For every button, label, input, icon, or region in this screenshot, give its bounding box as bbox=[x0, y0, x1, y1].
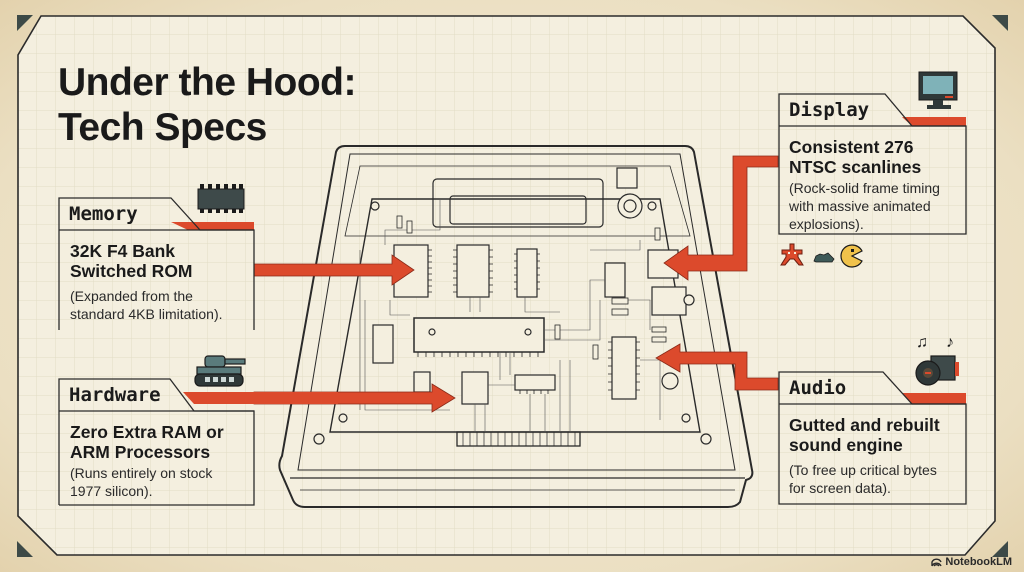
speaker-icon bbox=[915, 355, 959, 386]
memory-detail-2: standard 4KB limitation). bbox=[70, 306, 223, 322]
chip-icon bbox=[197, 184, 245, 213]
memory-detail-1: (Expanded from the bbox=[70, 288, 193, 304]
notebooklm-credit: NotebookLM bbox=[931, 556, 1012, 568]
ic-chip-6 bbox=[461, 371, 489, 405]
power-jack bbox=[616, 167, 638, 189]
audio-detail-2: for screen data). bbox=[789, 480, 891, 496]
ic-chip-8 bbox=[611, 336, 637, 400]
monitor-icon bbox=[918, 71, 958, 109]
ic-chip-5 bbox=[372, 324, 394, 364]
memory-arrow bbox=[253, 254, 415, 286]
audio-arrow bbox=[655, 343, 779, 391]
audio-headline-1: Gutted and rebuilt bbox=[789, 415, 940, 435]
audio-headline-2: sound engine bbox=[789, 435, 903, 455]
cpu-chip bbox=[413, 317, 545, 353]
corner-triangle-bottom-left bbox=[17, 541, 33, 557]
console-case-outline bbox=[278, 145, 754, 508]
capacitor bbox=[661, 372, 679, 390]
video-port bbox=[647, 249, 679, 279]
corner-triangle-top-left bbox=[17, 15, 33, 31]
music-note-icon-1: ♫ bbox=[916, 334, 928, 351]
display-detail-3: explosions). bbox=[789, 216, 864, 232]
invader-icon bbox=[780, 243, 804, 266]
main-frame bbox=[17, 15, 1007, 557]
title-line-2: Tech Specs bbox=[58, 106, 267, 149]
title-line-1: Under the Hood: bbox=[58, 61, 356, 104]
memory-headline-2: Switched ROM bbox=[70, 261, 193, 281]
display-headline-1: Consistent 276 bbox=[789, 137, 914, 157]
display-headline-2: NTSC scanlines bbox=[789, 157, 922, 177]
corner-triangle-bottom-right bbox=[992, 541, 1008, 557]
card-memory-label: Memory bbox=[69, 203, 138, 225]
display-arrow bbox=[663, 155, 779, 281]
card-hardware-label: Hardware bbox=[69, 384, 161, 406]
ic-chip-rom bbox=[393, 244, 429, 298]
cloud-icon bbox=[813, 252, 835, 263]
card-audio-label: Audio bbox=[789, 377, 847, 399]
display-detail-1: (Rock-solid frame timing bbox=[789, 180, 940, 196]
display-detail-2: with massive animated bbox=[789, 198, 931, 214]
card-display-label: Display bbox=[789, 99, 870, 121]
memory-headline-1: 32K F4 Bank bbox=[70, 241, 176, 261]
cartridge-slot bbox=[432, 178, 604, 228]
page-title: Under the Hood: Tech Specs bbox=[58, 60, 356, 150]
ic-chip-7 bbox=[514, 374, 556, 391]
hardware-headline-1: Zero Extra RAM or bbox=[70, 422, 224, 442]
music-note-icon-2: ♪ bbox=[946, 334, 954, 351]
game-sprites bbox=[780, 243, 863, 268]
ic-chip-2 bbox=[456, 244, 490, 298]
hardware-detail-2: 1977 silicon). bbox=[70, 483, 153, 499]
corner-triangle-top-right bbox=[992, 15, 1008, 31]
tank-icon bbox=[194, 355, 246, 387]
edge-connector bbox=[456, 431, 581, 447]
notebooklm-logo-icon bbox=[931, 558, 943, 567]
audio-detail-1: (To free up critical bytes bbox=[789, 462, 937, 478]
hardware-detail-1: (Runs entirely on stock bbox=[70, 465, 213, 481]
ic-chip-3 bbox=[516, 248, 538, 298]
audio-port bbox=[651, 286, 687, 316]
credit-text: NotebookLM bbox=[945, 556, 1012, 568]
hardware-headline-2: ARM Processors bbox=[70, 442, 211, 462]
pacman-icon bbox=[840, 244, 863, 268]
circuit-board bbox=[329, 198, 701, 433]
